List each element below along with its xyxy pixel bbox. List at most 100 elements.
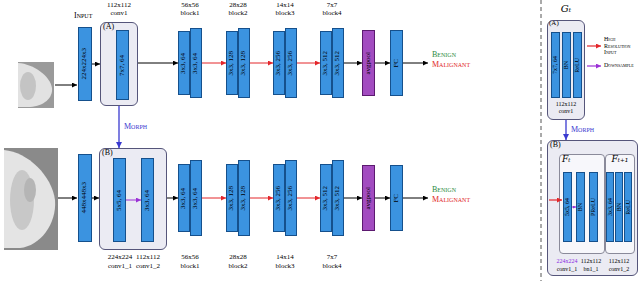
connector-arrow (375, 198, 390, 199)
morph-label: Morph (571, 126, 594, 135)
layer-bar: FC (390, 30, 403, 96)
layer-bar: 3x3, 128 (238, 160, 250, 236)
layer-label: 5x5, 64 (564, 198, 571, 216)
module-panel: (B)Fₜ 5x5, 64 BN PReLU Fₜ₊₁3x3, 64BNReLU (547, 140, 638, 276)
layer-label: PReLU (590, 198, 597, 216)
layer-bar: 3x3, 64 (190, 160, 202, 236)
class-output: Malignant (432, 196, 470, 205)
layer-label: 3x3, 512 (322, 51, 330, 76)
pool-bar: avgpool (362, 165, 375, 231)
layer-label: 3x3, 256 (275, 51, 283, 76)
connector-arrow (126, 200, 141, 201)
layer-label: BN (616, 203, 623, 211)
mammogram-tissue (20, 72, 36, 100)
layer-bar: FC (390, 165, 403, 231)
dimension-label: 224x224 (108, 254, 133, 262)
panel-tag: (B) (102, 149, 113, 158)
layer-label: 3x3, 64 (192, 188, 200, 209)
layer-bar: BN (615, 172, 623, 242)
layer-bar: 3x3, 512 (332, 28, 344, 98)
layer-label: 3x3, 256 (287, 186, 295, 211)
panel-tag: (A) (549, 20, 559, 28)
divider-line (541, 0, 542, 281)
connector-arrow (375, 63, 390, 64)
connector-arrow (250, 63, 273, 64)
layer-label: 5x5, 64 (116, 190, 124, 211)
layer-bar: 3x3, 256 (285, 160, 297, 236)
dimension-label: 112x112 (556, 101, 577, 108)
layer-name: block4 (322, 10, 341, 18)
layer-label: 7x7, 64 (552, 56, 559, 74)
layer-bar: 5x5, 64 (113, 158, 126, 242)
output-arrow (403, 63, 428, 64)
layer-bar: 3x3, 64 (178, 164, 190, 232)
layer-bar: 3x3, 512 (332, 160, 344, 236)
output-arrow (403, 198, 428, 199)
layer-label: 448x448x3 (81, 182, 89, 214)
mammogram-background (4, 148, 58, 250)
layer-bar: 7x7, 64 (116, 30, 129, 100)
layer-bar: ReLU (573, 32, 582, 98)
layer-name: block3 (275, 10, 294, 18)
layer-name: block3 (275, 263, 294, 271)
connector-arrow (92, 64, 100, 65)
legend-arrow (587, 65, 601, 66)
connector-arrow (344, 198, 362, 199)
layer-label: BN (563, 61, 570, 69)
module-panel: (B)5x5, 643x3, 64 (99, 148, 167, 250)
layer-label: 3x3, 512 (334, 51, 342, 76)
layer-label: 3x3, 512 (334, 186, 342, 211)
module-symbol: Fₜ (562, 155, 570, 165)
layer-label: 224x224x3 (81, 48, 89, 80)
layer-bar: 224x224x3 (78, 27, 92, 101)
class-output: Malignant (432, 61, 470, 70)
connector-arrow (118, 106, 119, 148)
layer-label: FC (393, 59, 401, 68)
layer-bar: 3x3, 64 (178, 31, 190, 95)
input-arrow (55, 85, 77, 86)
layer-name: conv1_1 (108, 263, 132, 271)
layer-label: 3x3, 128 (228, 51, 236, 76)
layer-bar: PReLU (589, 172, 598, 242)
layer-label: avgpool (365, 52, 373, 75)
layer-label: 7x7, 64 (119, 55, 127, 76)
layer-name: conv1_1 (557, 266, 578, 273)
dimension-label: 112x112 (609, 258, 630, 265)
class-output: Benign (432, 186, 456, 195)
layer-label: 3x3, 128 (228, 186, 236, 211)
dimension-label: 112x112 (107, 2, 131, 10)
module-symbol: Gₜ (561, 3, 571, 14)
panel-tag: (B) (550, 141, 561, 150)
layer-bar: ReLU (624, 172, 632, 242)
layer-label: avgpool (365, 187, 373, 210)
dimension-label: 14x14 (276, 2, 294, 10)
input-label: Input (74, 12, 92, 21)
legend-text: High Resolution Input (604, 36, 638, 56)
layer-label: 3x3, 512 (322, 186, 330, 211)
layer-name: conv1_2 (609, 266, 630, 273)
layer-bar: 448x448x3 (78, 154, 92, 242)
layer-bar: 3x3, 64 (606, 172, 614, 242)
dimension-label: 56x56 (181, 2, 199, 10)
layer-bar: 3x3, 256 (273, 164, 285, 232)
dimension-label: 14x14 (276, 254, 294, 262)
mammogram-tissue (24, 178, 36, 202)
layer-name: conv1 (559, 108, 574, 115)
layer-bar: 3x3, 128 (226, 31, 238, 95)
layer-name: block1 (180, 10, 199, 18)
layer-bar: BN (576, 172, 585, 242)
layer-label: 3x3, 64 (607, 198, 614, 216)
layer-bar: 3x3, 256 (273, 31, 285, 95)
layer-label: 3x3, 64 (192, 53, 200, 74)
dimension-label: 7x7 (327, 2, 338, 10)
connector-arrow (565, 120, 566, 140)
layer-label: BN (577, 203, 584, 211)
dimension-label: 28x28 (229, 254, 247, 262)
layer-label: 3x3, 256 (275, 186, 283, 211)
morph-label: Morph (124, 123, 147, 132)
connector-arrow (92, 198, 99, 199)
high-res-arrow (549, 199, 562, 200)
legend-text: Downsample (604, 62, 638, 69)
input-arrow (58, 198, 77, 199)
sub-module: Fₜ₊₁3x3, 64BNReLU (605, 154, 635, 254)
